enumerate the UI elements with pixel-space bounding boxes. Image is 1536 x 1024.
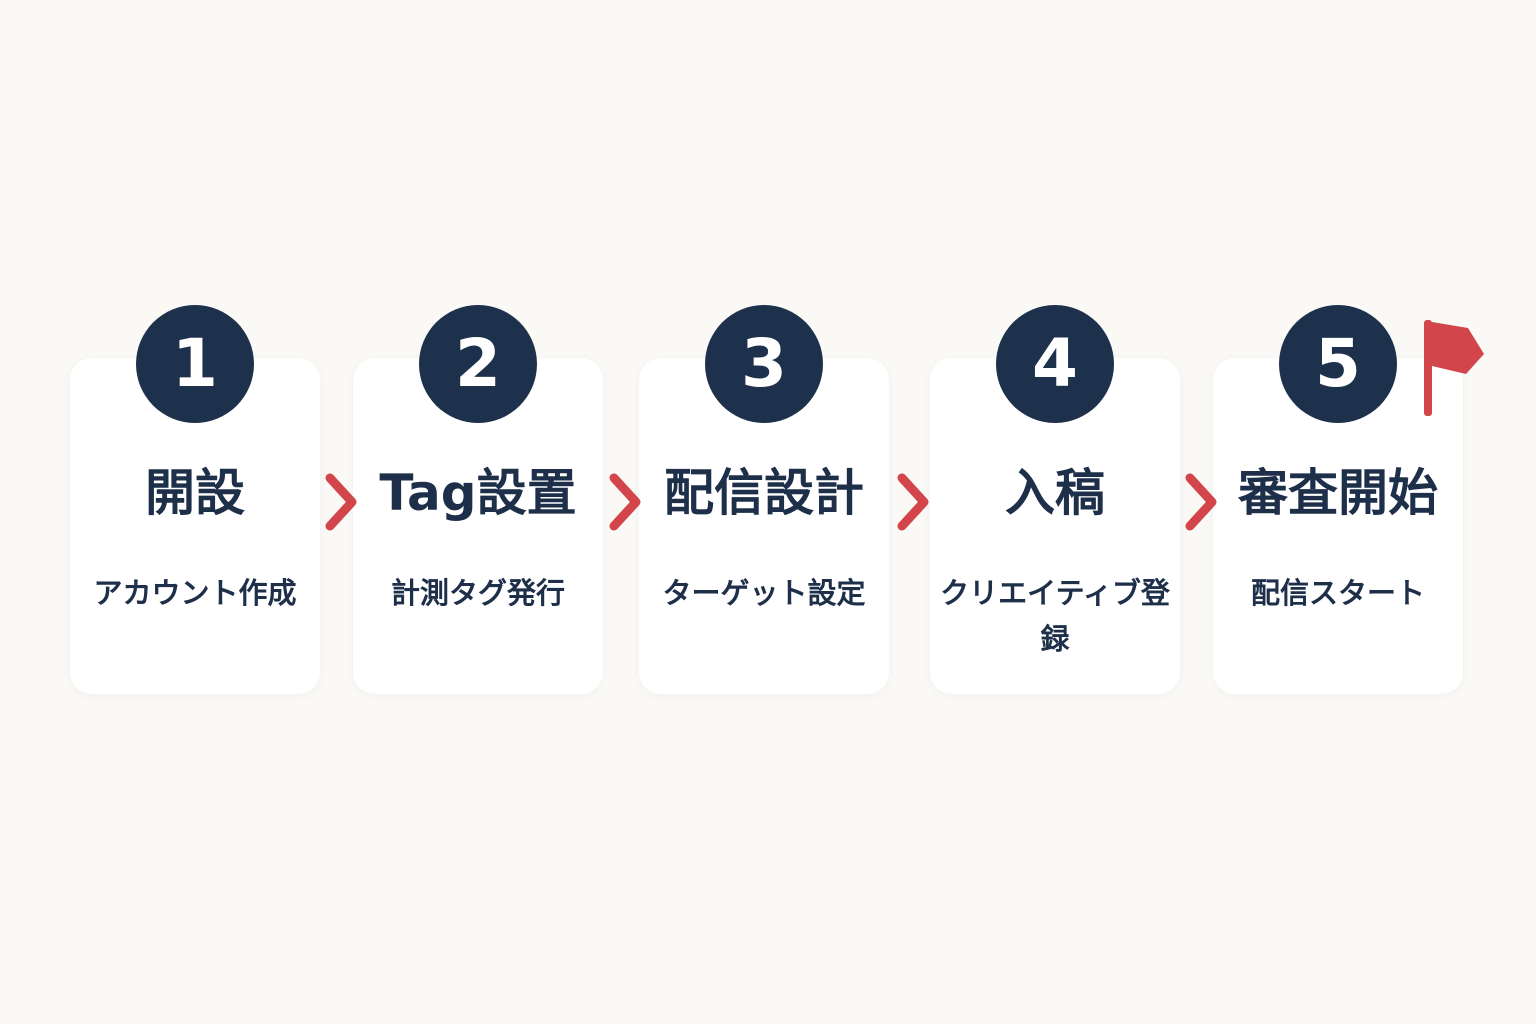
step-subtitle-1: アカウント作成 xyxy=(93,576,297,610)
step-title-4: 入稿 xyxy=(1005,464,1105,522)
step-subtitle-3: ターゲット設定 xyxy=(662,576,866,610)
step-number-badge-1: 1 xyxy=(136,305,254,423)
chevron-right-icon xyxy=(1185,473,1217,531)
step-number-badge-5: 5 xyxy=(1279,305,1397,423)
chevron-right-icon xyxy=(897,473,929,531)
step-title-1: 開設 xyxy=(145,464,245,522)
flag-icon xyxy=(1424,320,1484,416)
chevron-right-icon xyxy=(325,473,357,531)
step-subtitle-4: クリエイティブ登録 xyxy=(940,576,1170,656)
step-title-5: 審査開始 xyxy=(1238,464,1438,522)
step-title-3: 配信設計 xyxy=(664,464,864,522)
step-title-2: Tag設置 xyxy=(379,464,577,522)
step-subtitle-5: 配信スタート xyxy=(1250,576,1425,610)
step-subtitle-2: 計測タグ発行 xyxy=(390,576,565,610)
step-number-badge-2: 2 xyxy=(419,305,537,423)
step-number-badge-3: 3 xyxy=(705,305,823,423)
chevron-right-icon xyxy=(609,473,641,531)
step-number-badge-4: 4 xyxy=(996,305,1114,423)
